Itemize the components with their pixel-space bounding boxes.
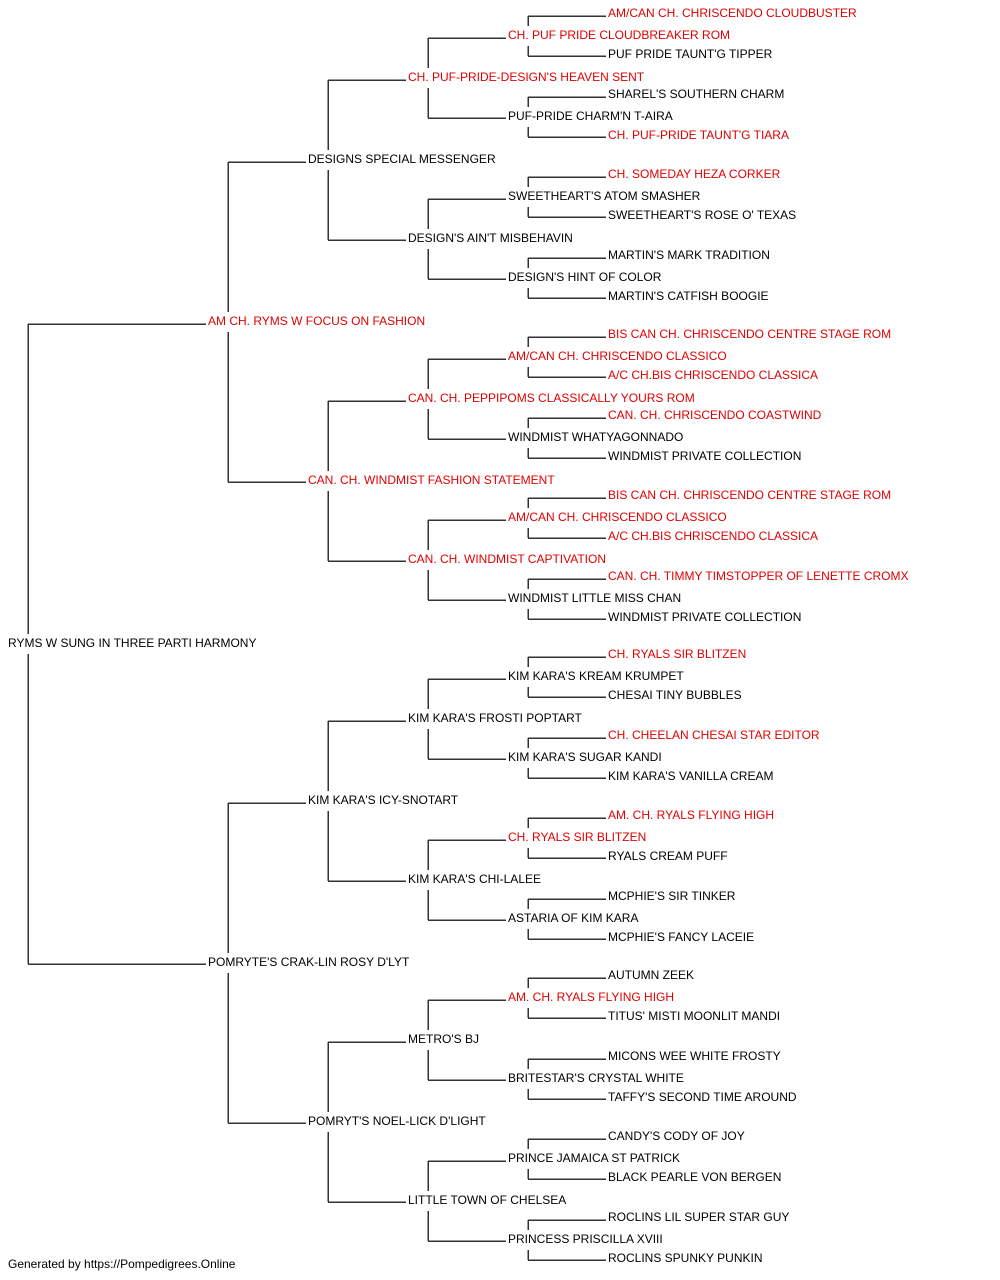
champion-dog-name: CH. RYALS SIR BLITZEN	[508, 830, 646, 844]
dog-name: TAFFY'S SECOND TIME AROUND	[608, 1090, 797, 1104]
dog-name: SHAREL'S SOUTHERN CHARM	[608, 87, 784, 101]
champion-dog-name: CAN. CH. CHRISCENDO COASTWIND	[608, 408, 822, 422]
champion-dog-name: CH. RYALS SIR BLITZEN	[608, 647, 746, 661]
champion-dog-name: AM/CAN CH. CHRISCENDO CLOUDBUSTER	[608, 6, 857, 20]
champion-dog-name: CH. PUF-PRIDE-DESIGN'S HEAVEN SENT	[408, 70, 645, 84]
dog-name: CANDY'S CODY OF JOY	[608, 1129, 745, 1143]
champion-dog-name: CH. PUF PRIDE CLOUDBREAKER ROM	[508, 28, 730, 42]
dog-name: KIM KARA'S CHI-LALEE	[408, 872, 541, 886]
dog-name: BRITESTAR'S CRYSTAL WHITE	[508, 1071, 684, 1085]
dog-name: TITUS' MISTI MOONLIT MANDI	[608, 1009, 780, 1023]
dog-name: WINDMIST WHATYAGONNADO	[508, 430, 683, 444]
champion-dog-name: CAN. CH. WINDMIST FASHION STATEMENT	[308, 473, 555, 487]
dog-name: SWEETHEART'S ROSE O' TEXAS	[608, 208, 796, 222]
dog-name: DESIGN'S HINT OF COLOR	[508, 270, 662, 284]
champion-dog-name: AM. CH. RYALS FLYING HIGH	[608, 808, 774, 822]
champion-dog-name: AM. CH. RYALS FLYING HIGH	[508, 990, 674, 1004]
dog-name: KIM KARA'S FROSTI POPTART	[408, 711, 583, 725]
dog-name: MARTIN'S CATFISH BOOGIE	[608, 289, 769, 303]
dog-name: AUTUMN ZEEK	[608, 968, 694, 982]
dog-name: METRO'S BJ	[408, 1032, 479, 1046]
champion-dog-name: BIS CAN CH. CHRISCENDO CENTRE STAGE ROM	[608, 327, 891, 341]
champion-dog-name: BIS CAN CH. CHRISCENDO CENTRE STAGE ROM	[608, 488, 891, 502]
dog-name: POMRYT'S NOEL-LICK D'LIGHT	[308, 1114, 486, 1128]
champion-dog-name: CH. SOMEDAY HEZA CORKER	[608, 167, 781, 181]
champion-dog-name: CH. PUF-PRIDE TAUNT'G TIARA	[608, 128, 789, 142]
dog-name: RYALS CREAM PUFF	[608, 849, 728, 863]
dog-name: PUF PRIDE TAUNT'G TIPPER	[608, 47, 773, 61]
dog-name: MCPHIE'S SIR TINKER	[608, 889, 736, 903]
generated-by-footer: Generated by https://Pompedigrees.Online	[8, 1257, 236, 1271]
dog-name: DESIGNS SPECIAL MESSENGER	[308, 152, 496, 166]
champion-dog-name: CAN. CH. TIMMY TIMSTOPPER OF LENETTE CRO…	[608, 569, 908, 583]
dog-name: WINDMIST PRIVATE COLLECTION	[608, 610, 801, 624]
dog-name: MCPHIE'S FANCY LACEIE	[608, 930, 754, 944]
dog-name: DESIGN'S AIN'T MISBEHAVIN	[408, 231, 573, 245]
dog-name: KIM KARA'S VANILLA CREAM	[608, 769, 773, 783]
dog-name: PRINCE JAMAICA ST PATRICK	[508, 1151, 680, 1165]
dog-name: MARTIN'S MARK TRADITION	[608, 248, 770, 262]
dog-name: PRINCESS PRISCILLA XVIII	[508, 1232, 663, 1246]
dog-name: KIM KARA'S ICY-SNOTART	[308, 793, 459, 807]
champion-dog-name: CAN. CH. PEPPIPOMS CLASSICALLY YOURS ROM	[408, 391, 695, 405]
dog-name: LITTLE TOWN OF CHELSEA	[408, 1193, 566, 1207]
dog-name: RYMS W SUNG IN THREE PARTI HARMONY	[8, 636, 256, 650]
dog-name: KIM KARA'S SUGAR KANDI	[508, 750, 662, 764]
dog-name: ROCLINS LIL SUPER STAR GUY	[608, 1210, 789, 1224]
champion-dog-name: AM/CAN CH. CHRISCENDO CLASSICO	[508, 510, 727, 524]
dog-name: PUF-PRIDE CHARM'N T-AIRA	[508, 109, 673, 123]
champion-dog-name: CH. CHEELAN CHESAI STAR EDITOR	[608, 728, 820, 742]
champion-dog-name: AM CH. RYMS W FOCUS ON FASHION	[208, 314, 425, 328]
dog-name: CHESAI TINY BUBBLES	[608, 688, 742, 702]
champion-dog-name: AM/CAN CH. CHRISCENDO CLASSICO	[508, 349, 727, 363]
dog-name: SWEETHEART'S ATOM SMASHER	[508, 189, 701, 203]
dog-name: ASTARIA OF KIM KARA	[508, 911, 638, 925]
champion-dog-name: A/C CH.BIS CHRISCENDO CLASSICA	[608, 529, 818, 543]
dog-name: MICONS WEE WHITE FROSTY	[608, 1049, 781, 1063]
dog-name: WINDMIST PRIVATE COLLECTION	[608, 449, 801, 463]
dog-name: POMRYTE'S CRAK-LIN ROSY D'LYT	[208, 955, 410, 969]
dog-name: ROCLINS SPUNKY PUNKIN	[608, 1251, 762, 1265]
dog-name: KIM KARA'S KREAM KRUMPET	[508, 669, 684, 683]
champion-dog-name: CAN. CH. WINDMIST CAPTIVATION	[408, 552, 606, 566]
dog-name: WINDMIST LITTLE MISS CHAN	[508, 591, 681, 605]
dog-name: BLACK PEARLE VON BERGEN	[608, 1170, 781, 1184]
champion-dog-name: A/C CH.BIS CHRISCENDO CLASSICA	[608, 368, 818, 382]
